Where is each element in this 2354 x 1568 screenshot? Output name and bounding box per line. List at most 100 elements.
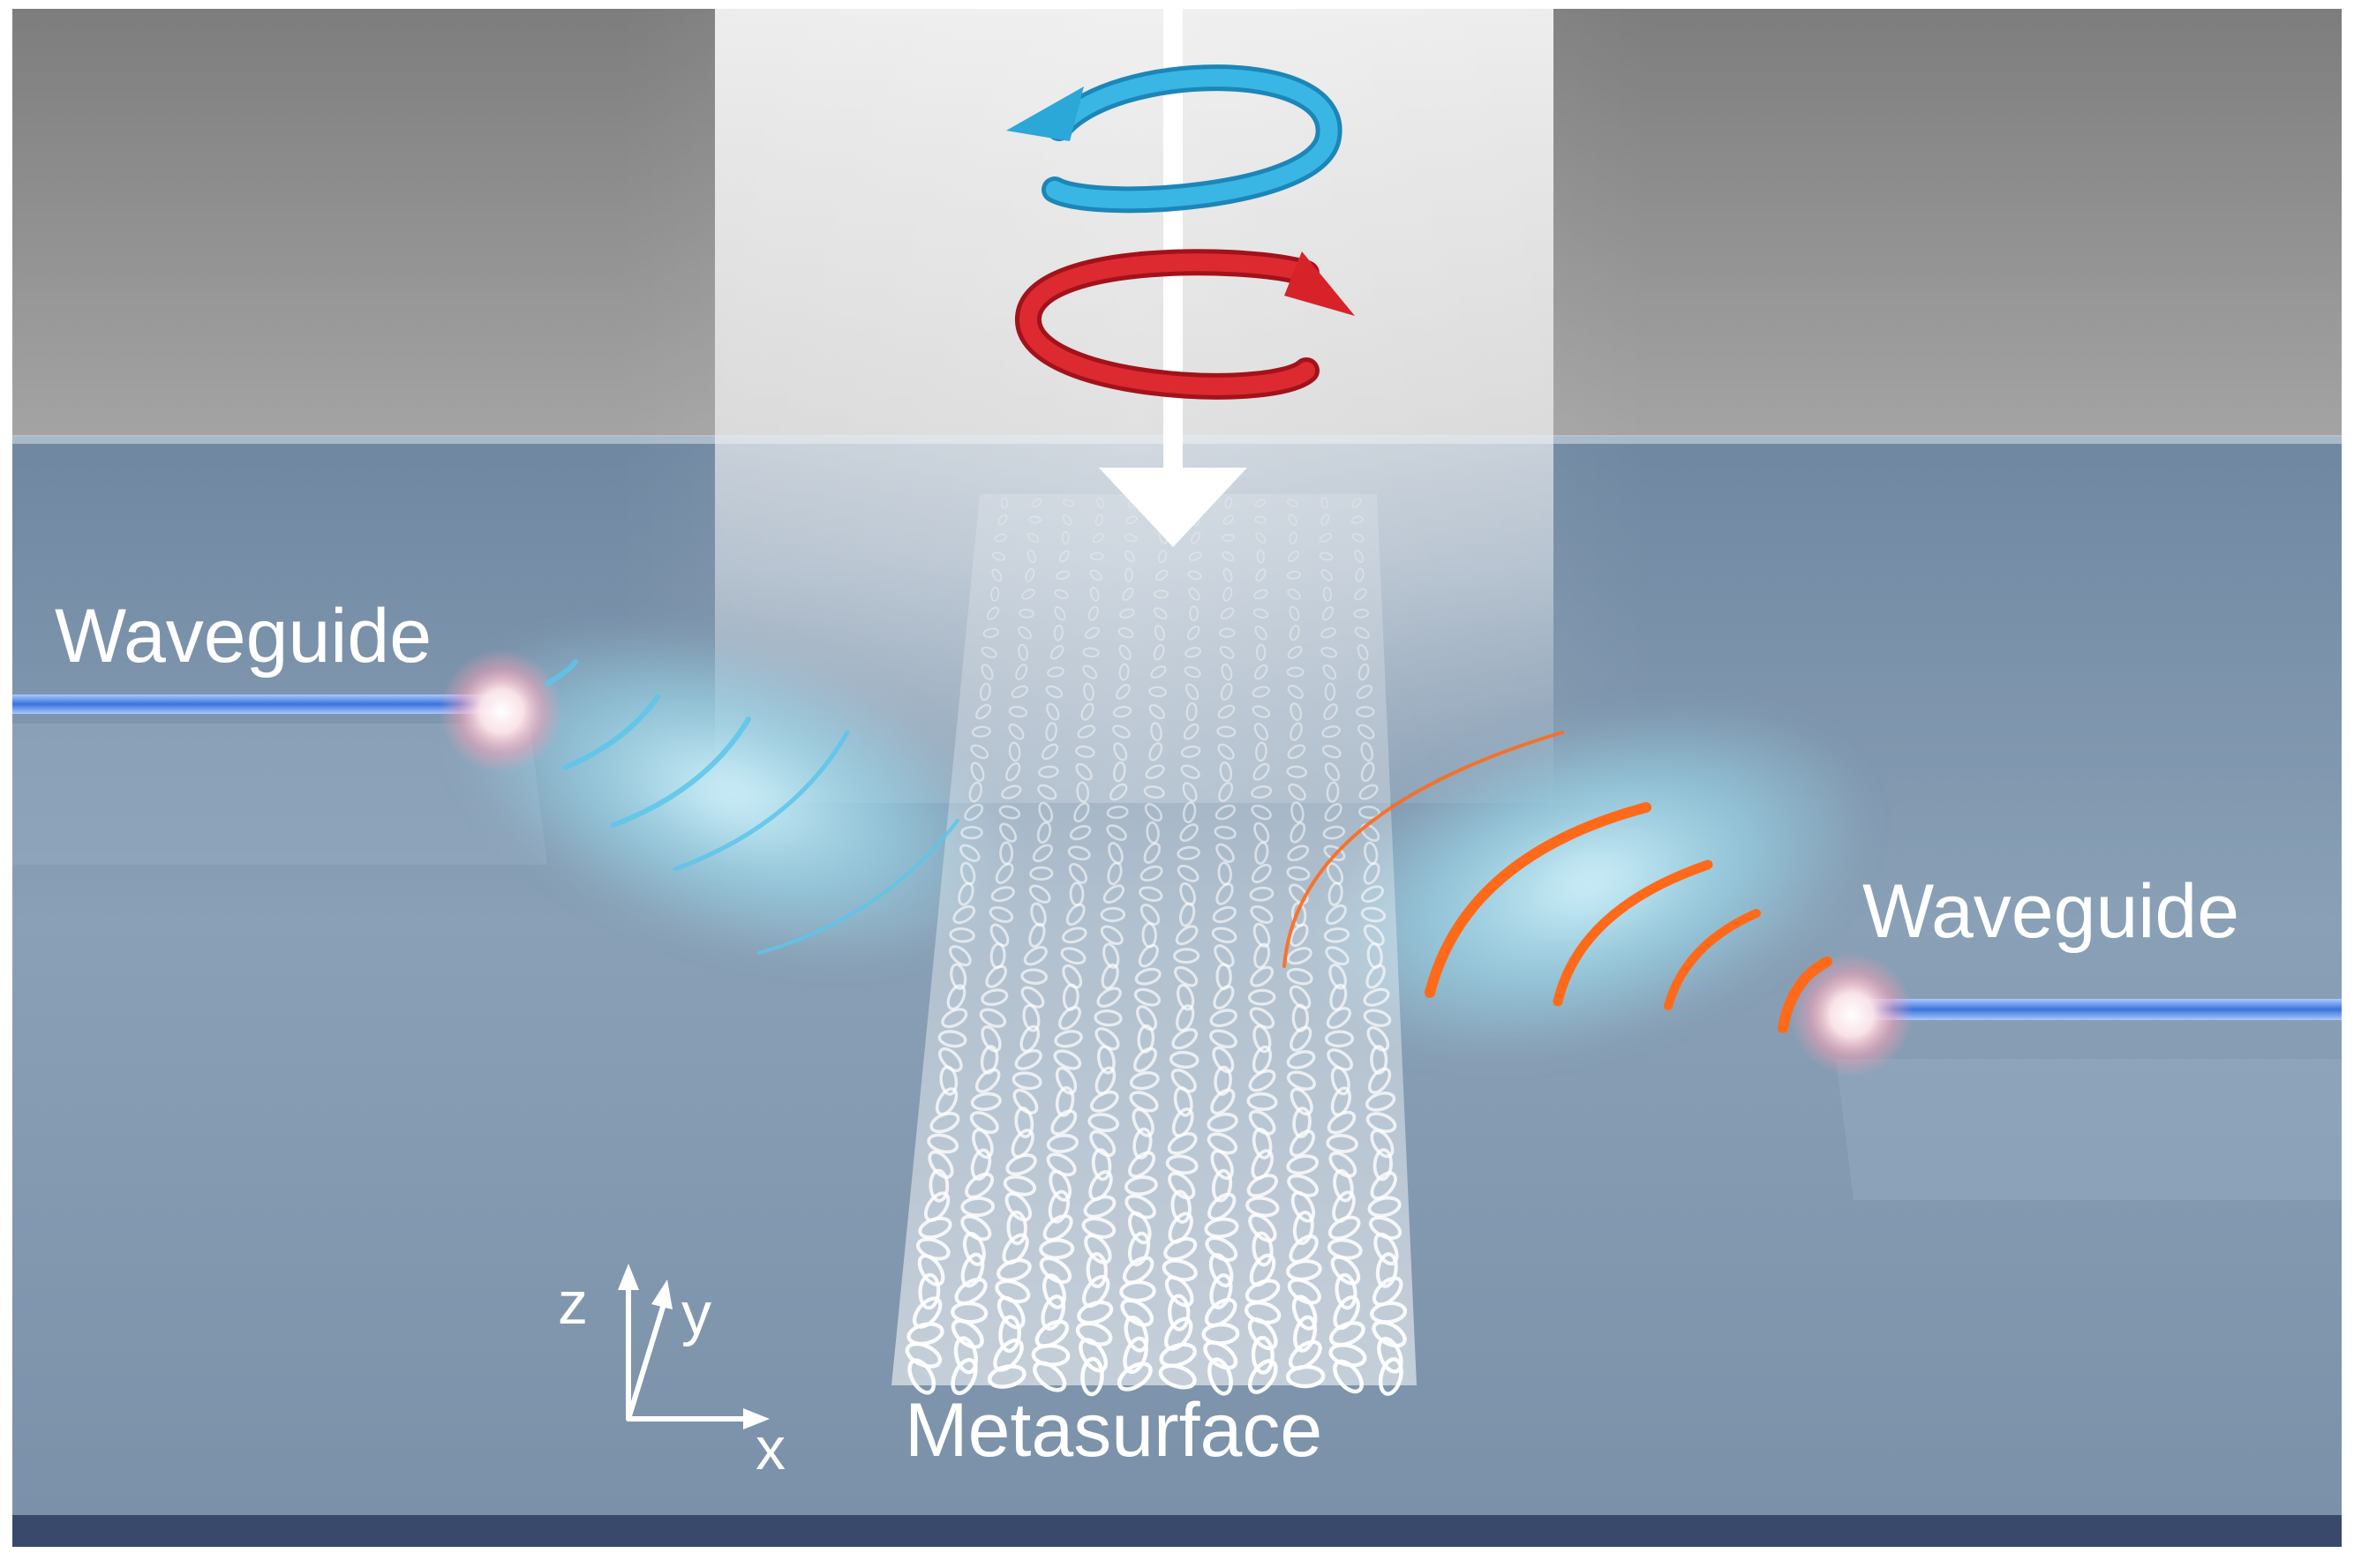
metasurface-element [927,1133,959,1154]
waveguide-right-label: Waveguide [1862,869,2239,954]
metasurface-element [1177,864,1200,882]
metasurface-element [1327,882,1343,907]
incident-light-arrow-icon [1099,9,1247,547]
metasurface-element [1248,1069,1276,1092]
metasurface-element [937,1030,967,1048]
metasurface-element [1045,722,1057,742]
metasurface-element [1325,1030,1354,1048]
metasurface-element [1354,626,1370,640]
metasurface-element [1019,608,1034,619]
metasurface-element [1154,589,1169,599]
metasurface-element [1054,589,1069,600]
metasurface-element [997,1258,1032,1282]
metasurface-element [1328,1321,1365,1347]
metasurface-element [1037,784,1057,800]
metasurface-element [1039,1256,1072,1285]
metasurface-element [1255,741,1267,762]
metasurface-element [987,1364,1027,1389]
metasurface-element [1041,743,1059,761]
metasurface-element [1326,1007,1351,1030]
metasurface-element [1212,1046,1235,1074]
metasurface-element [1326,781,1340,803]
metasurface-element [1100,906,1126,923]
metasurface-element [1290,923,1309,948]
metasurface-element [1319,551,1334,561]
metasurface-element [1222,551,1235,562]
metasurface-element [1143,785,1165,799]
metasurface-element [1363,924,1385,947]
metasurface-element [1083,682,1094,701]
metasurface-element [1289,985,1312,1009]
metasurface-element [1219,645,1235,659]
metasurface-element [1102,884,1125,904]
metasurface-element [1189,605,1199,622]
metasurface-element [951,1318,984,1349]
metasurface-element [1158,1363,1197,1390]
metasurface-element [1219,627,1236,638]
metasurface-element [1175,925,1199,946]
metasurface-element [1091,1148,1112,1182]
metasurface-element [1191,531,1201,544]
metasurface-element [1129,1071,1160,1091]
metasurface-element [1321,745,1342,759]
metasurface-element [1058,550,1070,563]
metasurface-element [1323,927,1350,943]
metasurface-element [997,1295,1026,1330]
metasurface-element [1089,1090,1119,1113]
metasurface-element [1289,605,1300,621]
metasurface-element [1360,823,1380,842]
circular-arrow-counterclockwise-icon [1006,64,1342,214]
metasurface-element [1291,1294,1318,1331]
metasurface-element [1286,666,1305,678]
metasurface-element [1101,963,1119,990]
metasurface-element [1118,663,1130,681]
metasurface-element [1182,782,1198,802]
metasurface-element [1116,684,1131,700]
metasurface-element [1067,845,1091,861]
metasurface-element [1322,664,1336,680]
metasurface-element [1356,684,1373,700]
metasurface-element [928,1150,954,1179]
metasurface-element [1014,1107,1034,1138]
metasurface-element [1252,608,1269,619]
metasurface-element [1355,567,1365,582]
metasurface-element [1048,1189,1071,1224]
metasurface-element [991,568,1003,582]
metasurface-element [1324,682,1336,701]
metasurface-element [1170,1189,1192,1224]
metasurface-element [1049,645,1064,660]
metasurface-element [1246,1174,1278,1198]
metasurface-element [1322,825,1346,840]
metasurface-element [1029,866,1054,882]
metasurface-element [1320,626,1336,639]
metasurface-element [949,927,975,943]
metasurface-element [1187,570,1202,581]
metasurface-element [1372,1276,1403,1307]
metasurface-element [1350,515,1364,524]
metasurface-element [1287,1278,1321,1305]
metasurface-element [1285,1259,1322,1281]
metasurface-element [981,664,994,680]
metasurface-element [1094,1027,1120,1051]
metasurface-element [1211,927,1237,944]
metasurface-element [1087,1113,1120,1133]
metasurface-element [1053,624,1064,641]
metasurface-element [1208,1253,1234,1287]
metasurface-element [1287,844,1310,862]
metasurface-element [1117,626,1134,639]
metasurface-element [1085,626,1100,640]
metasurface-element [1222,567,1233,582]
metasurface-element [986,606,1000,620]
metasurface-element [1062,514,1072,526]
metasurface-element [1136,1005,1158,1032]
metasurface-element [1358,784,1379,800]
metasurface-element [1069,824,1092,841]
metasurface-element [1005,1153,1037,1176]
metasurface-element [1012,1088,1039,1115]
metasurface-element [1288,883,1309,904]
metasurface-element [1153,607,1168,620]
metasurface-element [1133,987,1162,1007]
metasurface-element [1076,781,1090,803]
metasurface-element [1001,784,1022,799]
metasurface-element [990,886,1015,903]
